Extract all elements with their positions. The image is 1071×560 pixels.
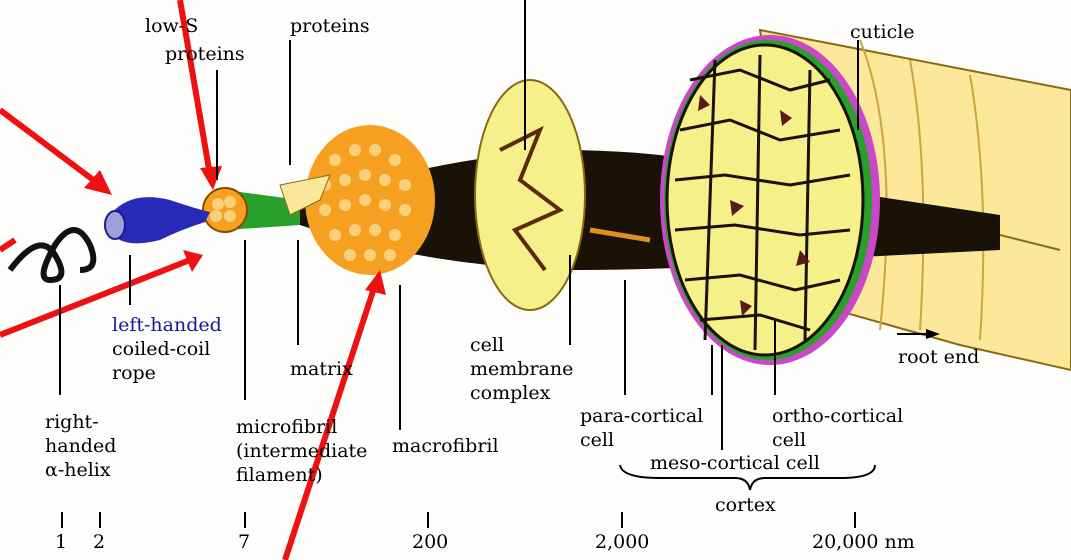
- label-macrofibril: macrofibril: [392, 434, 499, 458]
- label-left-handed: left-handed: [112, 313, 222, 337]
- label-membrane: membrane: [470, 357, 573, 381]
- label-microfibril: microfibril: [236, 415, 337, 439]
- label-complex: complex: [470, 381, 550, 405]
- label-ortho-cortical: ortho-cortical: [772, 404, 903, 428]
- label-low-s: low-S: [145, 14, 198, 38]
- label-intermediate: (intermediate: [236, 439, 367, 463]
- label-meso-cortical: meso-cortical cell: [650, 451, 820, 475]
- label-rope: rope: [112, 361, 156, 385]
- scale-tick-label: 20,000 nm: [812, 530, 915, 554]
- label-proteins: proteins: [165, 42, 245, 66]
- label-right: right-: [45, 410, 99, 434]
- label-para-cortical: para-cortical: [580, 404, 703, 428]
- label-para-cell: cell: [580, 428, 614, 452]
- macrofibril-bundle: [305, 125, 435, 275]
- alpha-helix: [10, 230, 93, 280]
- scale-tick-label: 2,000: [595, 530, 649, 554]
- label-coiled-coil: coiled-coil: [112, 337, 210, 361]
- coiled-coil-rope: [105, 197, 210, 243]
- scale-tick-label: 2: [93, 530, 105, 554]
- label-matrix: matrix: [290, 357, 353, 381]
- scale-tick-label: 200: [412, 530, 448, 554]
- label-cortex: cortex: [715, 493, 776, 517]
- label-cell: cell: [470, 333, 504, 357]
- scale-tick-label: 1: [55, 530, 67, 554]
- label-alpha-helix: α-helix: [45, 458, 111, 482]
- cortex-oval: [660, 35, 880, 365]
- label-ortho-cell: cell: [772, 428, 806, 452]
- label-handed: handed: [45, 434, 116, 458]
- label-cuticle: cuticle: [850, 20, 915, 44]
- label-root-end: root end: [898, 345, 979, 369]
- scale-tick-label: 7: [238, 530, 250, 554]
- label-proteins-2: proteins: [290, 14, 370, 38]
- label-filament: filament): [236, 463, 323, 487]
